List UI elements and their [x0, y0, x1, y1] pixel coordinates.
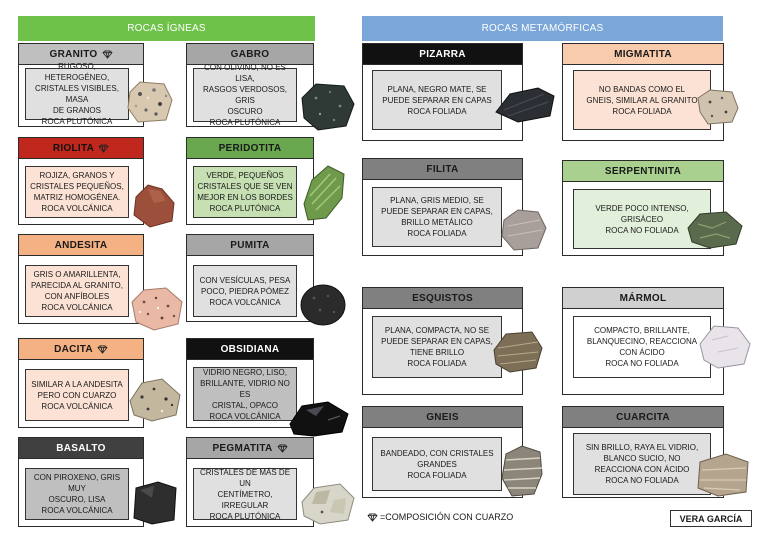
rock-serpentinita	[687, 211, 743, 249]
title-peridotita: PERIDOTITA	[218, 142, 282, 154]
header-serpentinita: SERPENTINITA	[562, 160, 724, 182]
rock-esquistos	[493, 331, 543, 373]
rock-filita	[501, 209, 547, 251]
header-pumita: PUMITA	[186, 234, 314, 256]
rock-riolita	[133, 184, 175, 228]
diamond-icon	[276, 443, 288, 453]
header-cuarcita: CUARCITA	[562, 406, 724, 428]
rock-marmol	[699, 325, 751, 369]
title-filita: FILITA	[426, 163, 459, 175]
rock-pumita	[300, 284, 346, 326]
header-basalto: BASALTO	[18, 437, 144, 459]
card-marmol: MÁRMOL COMPACTO, BRILLANTE,BLANQUECINO, …	[562, 287, 724, 395]
title-basalto: BASALTO	[56, 442, 106, 454]
rock-gneis	[501, 445, 543, 497]
card-obsidiana: OBSIDIANA VIDRIO NEGRO, LISO,BRILLANTE, …	[186, 338, 314, 428]
header-filita: FILITA	[362, 158, 523, 180]
header-pizarra: PIZARRA	[362, 43, 523, 65]
diamond-icon	[98, 143, 109, 153]
diamond-icon	[367, 512, 378, 522]
rock-peridotita	[303, 165, 345, 221]
rock-migmatita	[697, 89, 739, 125]
title-pizarra: PIZARRA	[419, 48, 466, 60]
rock-pegmatita	[301, 483, 355, 525]
header-pegmatita: PEGMATITA	[186, 437, 314, 459]
rock-cuarcita	[697, 453, 749, 497]
card-granito: GRANITO RUGOSO, HETEROGÉNEO,CRISTALES VI…	[18, 43, 144, 127]
title-cuarcita: CUARCITA	[616, 411, 670, 423]
card-cuarcita: CUARCITA SIN BRILLO, RAYA EL VIDRIO,BLAN…	[562, 406, 724, 498]
header-riolita: RIOLITA	[18, 137, 144, 159]
title-pumita: PUMITA	[230, 239, 270, 251]
author-box: VERA GARCÍA	[670, 510, 752, 527]
header-migmatita: MIGMATITA	[562, 43, 724, 65]
legend-text: =COMPOSICIÓN CON CUARZO	[380, 512, 514, 522]
rock-obsidiana	[289, 401, 349, 437]
title-riolita: RIOLITA	[52, 142, 95, 154]
rock-andesita	[131, 287, 183, 331]
header-dacita: DACITA	[18, 338, 144, 360]
title-obsidiana: OBSIDIANA	[220, 343, 280, 355]
title-pegmatita: PEGMATITA	[212, 442, 273, 454]
title-esquistos: ESQUISTOS	[412, 292, 473, 304]
header-peridotita: PERIDOTITA	[186, 137, 314, 159]
desc-marmol: COMPACTO, BRILLANTE,BLANQUECINO, REACCIO…	[573, 316, 711, 378]
rock-gabro	[301, 83, 355, 131]
header-gabro: GABRO	[186, 43, 314, 65]
header-obsidiana: OBSIDIANA	[186, 338, 314, 360]
banner-rocas-igneas: ROCAS ÍGNEAS	[18, 16, 315, 41]
title-granito: GRANITO	[49, 48, 98, 60]
card-andesita: ANDESITA GRIS O AMARILLENTA,PARECIDA AL …	[18, 234, 144, 324]
title-gneis: GNEIS	[426, 411, 459, 423]
rock-granito	[127, 81, 173, 123]
rock-dacita	[129, 378, 181, 422]
legend: =COMPOSICIÓN CON CUARZO	[367, 512, 513, 522]
rock-basalto	[133, 481, 177, 525]
banner-rocas-metamorficas: ROCAS METAMÓRFICAS	[362, 16, 723, 41]
title-dacita: DACITA	[54, 343, 93, 355]
diamond-icon	[101, 49, 113, 59]
header-esquistos: ESQUISTOS	[362, 287, 523, 309]
header-marmol: MÁRMOL	[562, 287, 724, 309]
header-gneis: GNEIS	[362, 406, 523, 428]
title-migmatita: MIGMATITA	[614, 48, 672, 60]
desc-cuarcita: SIN BRILLO, RAYA EL VIDRIO,BLANCO SUCIO,…	[573, 433, 711, 495]
header-andesita: ANDESITA	[18, 234, 144, 256]
card-gabro: GABRO CON OLIVINO, NO ES LISA,RASGOS VER…	[186, 43, 314, 127]
header-granito: GRANITO	[18, 43, 144, 65]
title-serpentinita: SERPENTINITA	[604, 165, 682, 177]
title-andesita: ANDESITA	[54, 239, 108, 251]
title-gabro: GABRO	[230, 48, 270, 60]
desc-andesita: GRIS O AMARILLENTA,PARECIDA AL GRANITO,C…	[25, 265, 129, 317]
desc-obsidiana: VIDRIO NEGRO, LISO,BRILLANTE, VIDRIO NO …	[193, 367, 297, 421]
desc-granito: RUGOSO, HETEROGÉNEO,CRISTALES VISIBLES, …	[25, 62, 129, 126]
rock-pizarra	[495, 87, 555, 123]
desc-gabro: CON OLIVINO, NO ES LISA,RASGOS VERDOSOS,…	[193, 63, 297, 127]
diamond-icon	[97, 344, 108, 354]
title-marmol: MÁRMOL	[619, 292, 667, 304]
